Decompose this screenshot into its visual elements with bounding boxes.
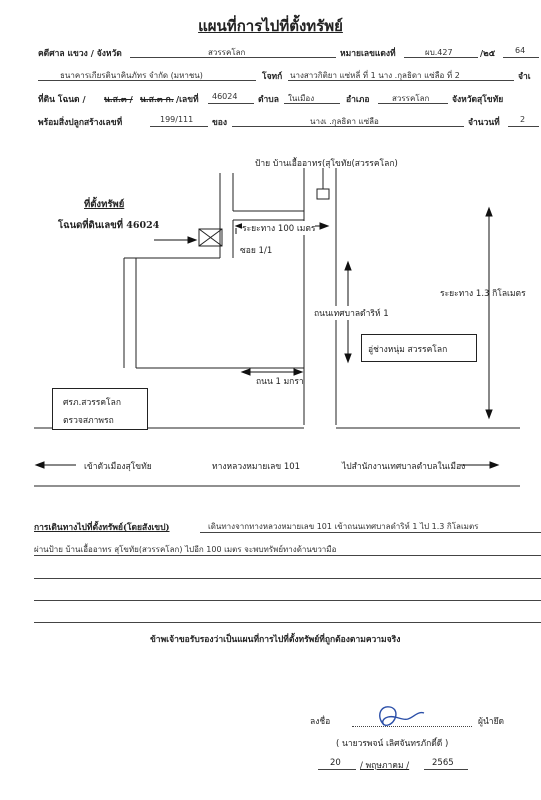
province-label: จังหวัดสุโขทัย (452, 95, 504, 105)
date-month: / พฤษภาคม / (360, 761, 410, 771)
deed-label: โฉนดที่ดินเลขที่ 46024 (58, 220, 160, 231)
plaintiff-label: โจทก์ (262, 72, 283, 82)
property-label: ที่ตั้งทรัพย์ (84, 199, 125, 210)
case-year-prefix: /๒๕ (480, 49, 496, 59)
count-value: 2 (520, 115, 526, 124)
district-label: อำเภอ (346, 95, 370, 105)
date-day: 20 (330, 758, 341, 768)
signer-name: ( นายวรพจน์ เลิศจันทรภักดี์ดี ) (336, 739, 449, 749)
sign-label: ลงชื่อ (310, 717, 331, 727)
school-line1: ศรภ.สวรรคโลก (63, 398, 121, 408)
distance-100-label: ระยะทาง 100 เมตร (242, 221, 316, 235)
land-struck-ns3: น.ส.๓ / (104, 95, 133, 105)
case-number-label: หมายเลขแดงที่ (340, 49, 396, 59)
land-struck-ns3k: น.ส.๓ ก. (140, 95, 174, 105)
case-number-value: ผบ.427 (425, 48, 453, 57)
road-tessaban-label: ถนนเทศบาลดำริห์ 1 (314, 306, 389, 320)
land-number-value: 46024 (212, 92, 238, 101)
defendant-value: นางสาวกิติยา แซ่หลี่ ที่ 1 นาง .กุลธิดา … (290, 71, 460, 80)
school-line2: ตรวจสภาพรถ (63, 416, 114, 426)
school-box: ศรภ.สวรรคโลก ตรวจสภาพรถ (52, 388, 148, 430)
signer-role: ผู้นำยึด (478, 717, 505, 727)
building-value: 199/111 (160, 115, 194, 124)
building-label: พร้อมสิ่งปลูกสร้างเลขที่ (38, 118, 123, 128)
highway-label: ทางหลวงหมายเลข 101 (212, 462, 301, 472)
court-value: สวรรคโลก (208, 48, 246, 57)
left-destination-label: เข้าตัวเมืองสุโขทัย (84, 462, 152, 472)
right-destination-label: ไปสำนักงานเทศบาลตำบลในเมือง (342, 462, 466, 472)
district-value: สวรรคโลก (392, 94, 430, 103)
subdistrict-value: ในเมือง (288, 94, 315, 103)
directions-line-2: ผ่านป้าย บ้านเอื้ออาทร สุโขทัย(สวรรคโลก)… (34, 545, 337, 554)
subdistrict-label: ตำบล (258, 95, 279, 105)
road-makra-label: ถนน 1 มกรา (256, 377, 304, 387)
distance-1-3-label: ระยะทาง 1.3 กิโลเมตร (440, 289, 526, 299)
directions-line-1: เดินทางจากทางหลวงหมายเลข 101 เข้าถนนเทศบ… (208, 522, 479, 531)
case-year-value: 64 (515, 46, 526, 55)
plaintiff-value: ธนาคารเกียรตินาคินภัทร จำกัด (มหาชน) (60, 71, 203, 80)
certification-text: ข้าพเจ้าขอรับรองว่าเป็นแผนที่การไปที่ตั้… (150, 635, 401, 645)
garage-label: อู่ช่างหนุ่ม สวรรคโลก (368, 345, 448, 355)
count-label: จำนวนที่ (468, 118, 500, 128)
signature-mark (379, 706, 425, 727)
owner-label: ของ (212, 118, 228, 128)
defendant-suffix: จำเ (518, 72, 531, 82)
sign-label: ป้าย บ้านเอื้ออาทร(สุโขทัย(สวรรคโลก) (255, 159, 398, 169)
court-label: คดีศาล แขวง / จังหวัด (38, 49, 122, 59)
owner-value: นางเ .กุลธิดา แซ่ลือ (310, 117, 379, 126)
land-label: ที่ดิน โฉนด / (38, 95, 86, 105)
land-number-label: /เลขที่ (176, 95, 199, 105)
soi-label: ซอย 1/1 (240, 246, 273, 256)
garage-box: อู่ช่างหนุ่ม สวรรคโลก (361, 334, 477, 362)
date-year: 2565 (432, 758, 454, 768)
document-title: แผนที่การไปที่ตั้งทรัพย์ (198, 17, 343, 35)
directions-label: การเดินทางไปที่ตั้งทรัพย์(โดยสังเขป) (34, 523, 170, 533)
